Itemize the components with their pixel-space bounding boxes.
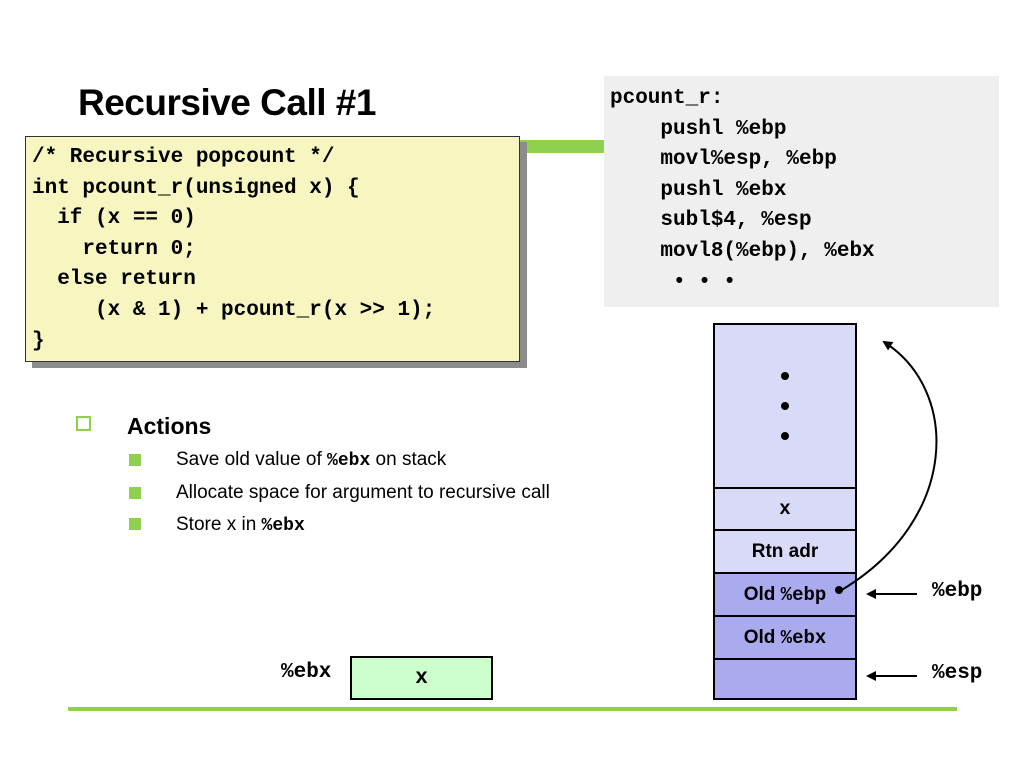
- c-code-line: return 0;: [32, 237, 196, 261]
- action-code: %ebx: [327, 451, 371, 471]
- asm-code-line: pcount_r:: [610, 87, 724, 110]
- asm-code-line: movl%esp, %ebp: [610, 148, 837, 172]
- stack-cell-empty: [713, 658, 857, 700]
- esp-pointer-label: %esp: [932, 662, 983, 685]
- action-item: Store x in %ebx: [176, 514, 305, 536]
- slide-title: Recursive Call #1: [78, 82, 376, 123]
- hollow-square-bullet-icon: [76, 416, 91, 431]
- c-code-line: if (x == 0): [32, 207, 196, 231]
- square-bullet-icon: [129, 518, 141, 530]
- actions-heading: Actions: [127, 413, 212, 439]
- title-accent-bar: [520, 140, 604, 153]
- asm-code-line: pushl %ebp: [610, 117, 787, 141]
- square-bullet-icon: [129, 454, 141, 466]
- c-code-line: (x & 1) + pcount_r(x >> 1);: [32, 298, 436, 322]
- stack-cell-label: Old: [743, 626, 781, 648]
- c-code-line: /* Recursive popcount */: [32, 146, 335, 169]
- c-code-line: else return: [32, 268, 196, 292]
- stack-cell-dots: [713, 323, 857, 487]
- stack-cell-old-ebx: Old %ebx: [713, 615, 857, 658]
- ellipsis-dot-icon: [781, 432, 789, 440]
- action-code: %ebx: [261, 516, 305, 536]
- c-code-box: /* Recursive popcount */ int pcount_r(un…: [25, 136, 520, 362]
- asm-code-line: movl8(%ebp), %ebx: [610, 239, 875, 263]
- action-text: Allocate space for argument to recursive…: [176, 482, 550, 503]
- register-value: x: [415, 666, 428, 690]
- c-code-line: int pcount_r(unsigned x) {: [32, 176, 360, 200]
- action-text: Save old value of: [176, 449, 328, 470]
- register-name: %ebx: [281, 661, 332, 684]
- square-bullet-icon: [129, 487, 141, 499]
- stack-cell-x: x: [713, 487, 857, 529]
- saved-ebp-link-arrow: [839, 340, 938, 592]
- stack-cell-label: Rtn adr: [751, 540, 819, 562]
- asm-code-line: subl$4, %esp: [610, 209, 812, 233]
- bottom-accent-line: [68, 707, 957, 711]
- assembly-code-box: pcount_r: pushl %ebp movl%esp, %ebp push…: [604, 76, 999, 307]
- ellipsis-dot-icon: [781, 372, 789, 380]
- stack-cell-code: %ebx: [780, 626, 827, 649]
- asm-code-line: • • •: [610, 270, 737, 294]
- ebp-pointer-label: %ebp: [932, 580, 983, 603]
- c-code-line: }: [32, 329, 45, 353]
- stack-cell-rtn-adr: Rtn adr: [713, 529, 857, 572]
- action-item: Allocate space for argument to recursive…: [176, 482, 550, 504]
- stack-cell-old-ebp: Old %ebp: [713, 572, 857, 615]
- action-text: on stack: [370, 449, 447, 470]
- stack-cell-code: x: [779, 498, 791, 520]
- stack-cell-code: %ebp: [780, 583, 827, 606]
- register-ebx-box: x: [350, 656, 493, 700]
- ellipsis-dot-icon: [781, 402, 789, 410]
- action-text: Store x in: [176, 514, 262, 535]
- action-item: Save old value of %ebx on stack: [176, 449, 446, 471]
- saved-ebp-dot-icon: [835, 586, 843, 594]
- stack-cell-label: Old: [743, 583, 781, 605]
- asm-code-line: pushl %ebx: [610, 178, 787, 202]
